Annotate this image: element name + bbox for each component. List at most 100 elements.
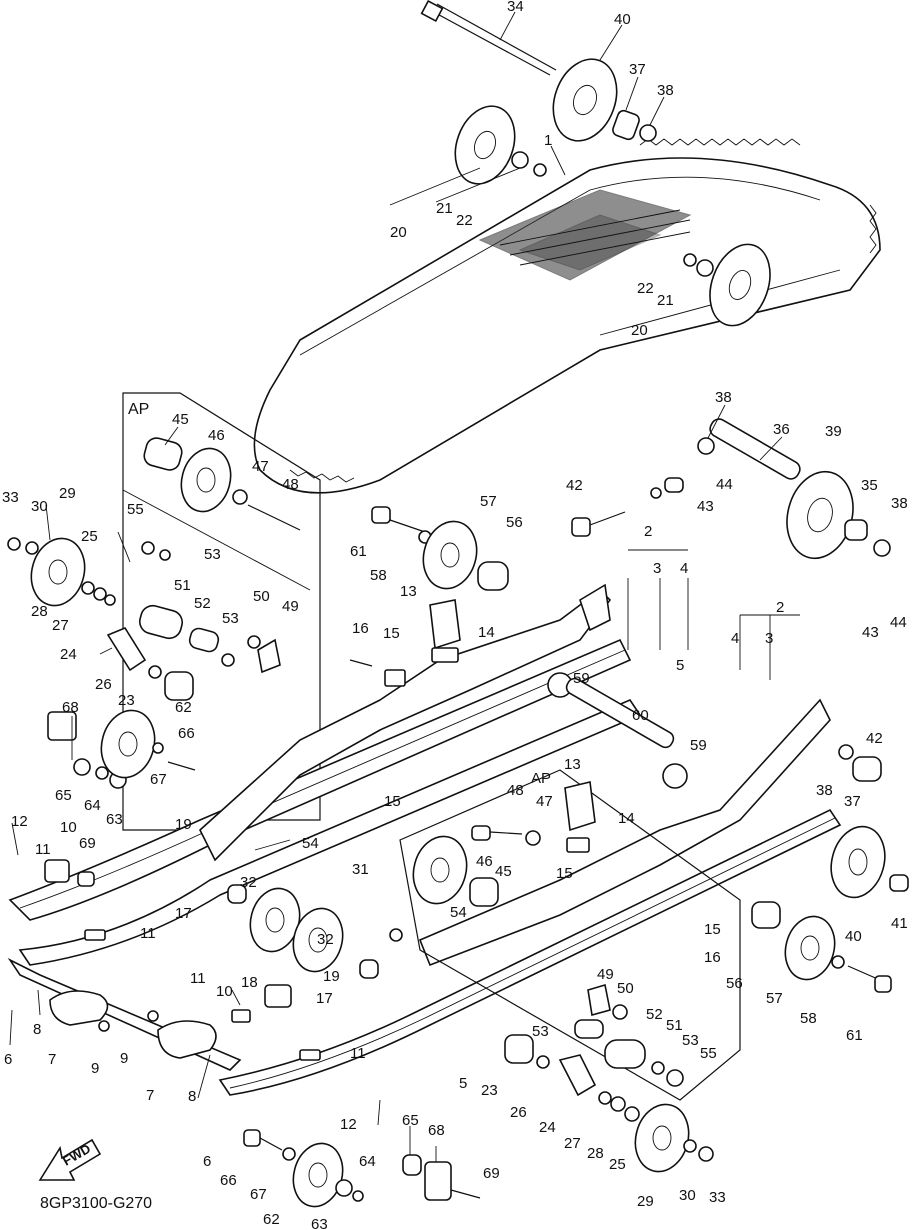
callout: 17 <box>175 905 192 922</box>
callout: 4 <box>680 560 688 577</box>
callout: 69 <box>79 835 96 852</box>
rear-idler-wheel-top <box>552 58 618 142</box>
callout: 25 <box>609 1156 626 1173</box>
callout: 61 <box>846 1027 863 1044</box>
callout: 53 <box>204 546 221 563</box>
callout: 55 <box>700 1045 717 1062</box>
center-shaft-60 <box>565 677 688 789</box>
callout: 14 <box>478 624 495 641</box>
callout: 63 <box>106 811 123 828</box>
clip-15-16 <box>349 659 406 687</box>
callout: 59 <box>690 737 707 754</box>
callout: 49 <box>597 966 614 983</box>
callout: 30 <box>31 498 48 515</box>
callout: 23 <box>481 1082 498 1099</box>
callout: 51 <box>666 1017 683 1034</box>
callout: 67 <box>150 771 167 788</box>
callout: 11 <box>140 925 156 942</box>
callout: 25 <box>81 528 98 545</box>
callout: 42 <box>566 477 583 494</box>
callout: 63 <box>311 1216 328 1230</box>
callout: 10 <box>60 819 77 836</box>
callout: 11 <box>35 841 51 858</box>
wheel-57-right <box>751 901 892 993</box>
callout: 62 <box>263 1211 280 1228</box>
rail-front-guide-left <box>44 859 159 1032</box>
idler-wheel-20-right <box>683 243 771 327</box>
callout: 15 <box>383 625 400 642</box>
callout: 20 <box>390 224 407 241</box>
callout: 43 <box>697 498 714 515</box>
wheel-40-right <box>830 744 909 899</box>
callout: 68 <box>428 1122 445 1139</box>
callout: 32 <box>317 931 334 948</box>
callout: 9 <box>91 1060 99 1077</box>
callout: 32 <box>240 874 257 891</box>
callout: 33 <box>2 489 19 506</box>
callout: 66 <box>220 1172 237 1189</box>
front-shaft-36 <box>709 418 801 480</box>
callout: 12 <box>340 1116 357 1133</box>
callout: 16 <box>704 949 721 966</box>
callout: 38 <box>657 82 674 99</box>
callout: 58 <box>370 567 387 584</box>
spacers-right-51-53 <box>574 983 684 1087</box>
callout: 19 <box>175 816 192 833</box>
bracket-24 <box>106 627 194 701</box>
callout: 6 <box>203 1153 211 1170</box>
front-wheel-39 <box>697 437 891 560</box>
callout: 48 <box>507 782 524 799</box>
slide-rail-left <box>8 638 642 966</box>
callout: 24 <box>60 646 77 663</box>
callout: 4 <box>731 630 739 647</box>
callout: 10 <box>216 983 233 1000</box>
callout: 29 <box>637 1193 654 1210</box>
wheel-46-right <box>412 781 596 907</box>
wheel-62-bottom <box>243 1129 481 1208</box>
callout: 52 <box>646 1006 663 1023</box>
callout: 2 <box>644 523 652 540</box>
callout: 22 <box>637 280 654 297</box>
callout: 22 <box>456 212 473 229</box>
callout: 65 <box>55 787 72 804</box>
rear-axle-shaft <box>420 0 557 76</box>
callout: 14 <box>618 810 635 827</box>
callout: 40 <box>614 11 631 28</box>
callout: 3 <box>765 630 773 647</box>
wheel-29-bottom <box>504 1034 714 1173</box>
callout: 42 <box>866 730 883 747</box>
callout: 47 <box>536 793 553 810</box>
callout: 6 <box>4 1051 12 1068</box>
wheel-collar-37-top <box>612 109 657 142</box>
callout: 28 <box>31 603 48 620</box>
callout: 26 <box>95 676 112 693</box>
callout: 5 <box>676 657 684 674</box>
callout: 54 <box>450 904 467 921</box>
callout: 11 <box>190 970 206 987</box>
callout: 7 <box>48 1051 56 1068</box>
callout: 34 <box>507 0 524 15</box>
callout: 16 <box>352 620 369 637</box>
callout: 31 <box>352 861 369 878</box>
callout: 53 <box>532 1023 549 1040</box>
track-lug-section <box>478 189 692 281</box>
callout: 12 <box>11 813 28 830</box>
callout: 50 <box>253 588 270 605</box>
callout: 53 <box>682 1032 699 1049</box>
wheel-29-left <box>7 537 116 607</box>
callout: 60 <box>632 707 649 724</box>
rail-bracket-left <box>199 583 612 862</box>
callout: 5 <box>459 1075 467 1092</box>
callout: 64 <box>359 1153 376 1170</box>
callout: 39 <box>825 423 842 440</box>
callout: 27 <box>52 617 69 634</box>
callout: 64 <box>84 797 101 814</box>
callout: 9 <box>120 1050 128 1067</box>
callout: 69 <box>483 1165 500 1182</box>
callout: 15 <box>556 865 573 882</box>
callout: 19 <box>323 968 340 985</box>
callout: 44 <box>890 614 907 631</box>
callout: 1 <box>544 132 552 149</box>
callout: 40 <box>845 928 862 945</box>
